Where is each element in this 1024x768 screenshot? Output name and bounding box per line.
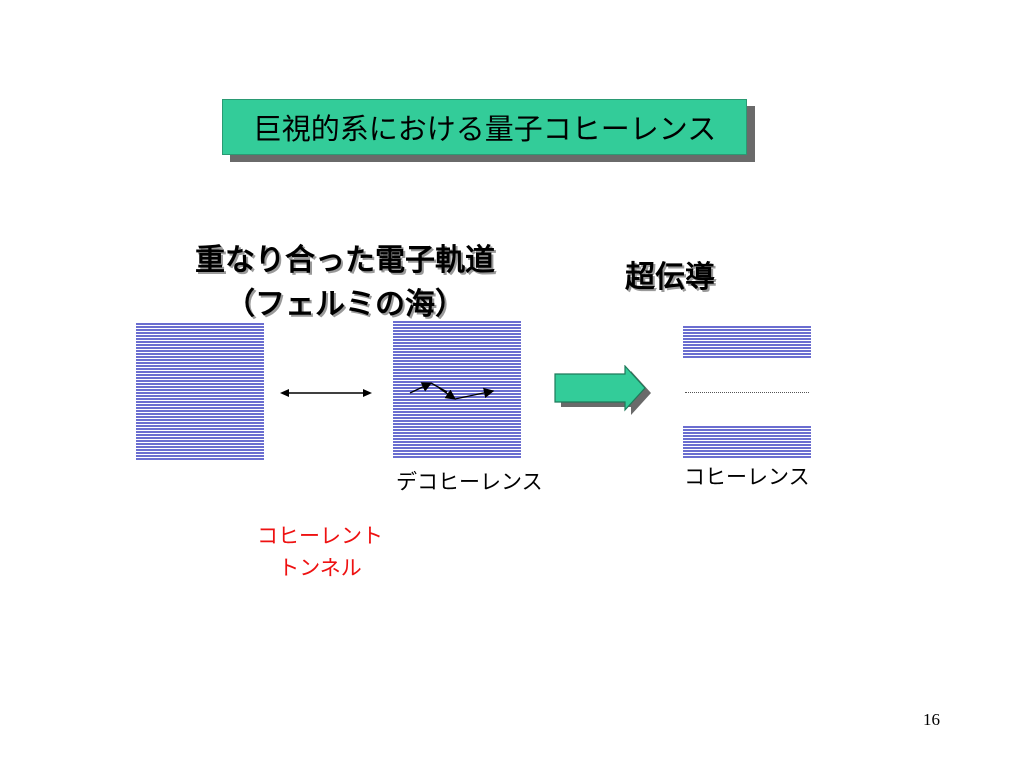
- superconductor-band-lower: [683, 425, 811, 459]
- page-number: 16: [923, 710, 940, 729]
- slide-title: 巨視的系における量子コヒーレンス: [222, 99, 747, 155]
- superconductor-band-upper: [683, 325, 811, 359]
- scattering-path-icon: [409, 382, 495, 400]
- double-arrow-icon: [280, 389, 372, 397]
- coherent-tunnel-label: コヒーレント トンネル: [235, 520, 405, 584]
- orbitals-heading-line2: （フェルミの海）: [225, 287, 465, 322]
- fermi-level-line: [685, 392, 809, 393]
- orbitals-heading-line1: 重なり合った電子軌道: [195, 243, 495, 278]
- superconductivity-heading: 超伝導: [625, 260, 715, 295]
- slide-title-text: 巨視的系における量子コヒーレンス: [252, 112, 717, 146]
- fermi-sea-band-left: [136, 322, 264, 460]
- tunnel-label-line2: トンネル: [278, 556, 362, 580]
- tunnel-label-line1: コヒーレント: [257, 524, 383, 548]
- transition-arrow-icon: [554, 365, 651, 415]
- coherence-label: コヒーレンス: [684, 465, 810, 489]
- fermi-sea-band-scattered: [393, 320, 521, 458]
- decoherence-label: デコヒーレンス: [396, 470, 543, 494]
- orbitals-heading: 重なり合った電子軌道 （フェルミの海）: [180, 239, 510, 327]
